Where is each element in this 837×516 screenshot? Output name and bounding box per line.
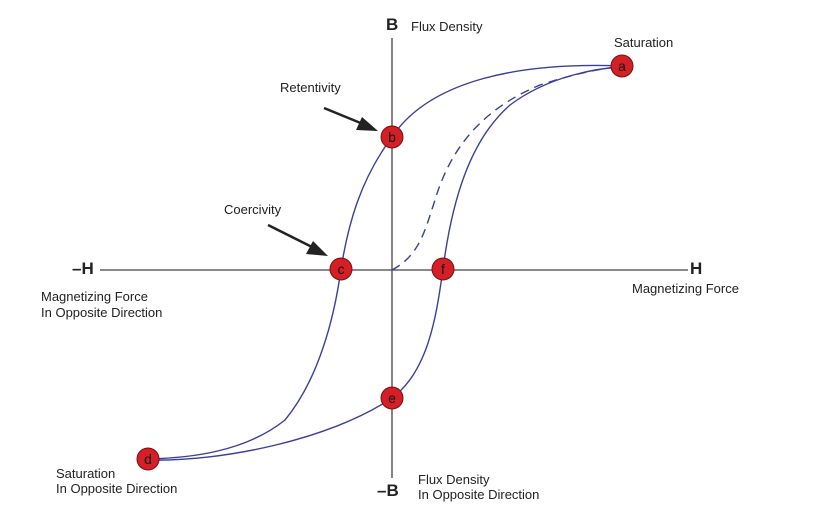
neg-b-axis-description-line2: In Opposite Direction: [418, 487, 540, 502]
saturation-opposite-label-line2: In Opposite Direction: [56, 481, 178, 496]
saturation-opposite-label-line1: Saturation: [56, 466, 116, 481]
b-axis-label: B: [386, 15, 399, 34]
saturation-label: Saturation: [614, 35, 674, 50]
h-axis-description: Magnetizing Force: [632, 281, 739, 296]
svg-text:f: f: [441, 261, 445, 277]
point-c: c: [329, 257, 353, 281]
b-axis-description: Flux Density: [411, 19, 483, 34]
point-a: a: [610, 54, 634, 78]
point-b: b: [380, 125, 404, 149]
h-axis-label: H: [690, 259, 703, 278]
svg-text:a: a: [618, 58, 626, 74]
retentivity-arrow: [323, 106, 378, 131]
svg-text:c: c: [338, 261, 345, 277]
point-d: d: [136, 447, 160, 471]
point-f: f: [431, 257, 455, 281]
svg-text:d: d: [144, 451, 152, 467]
neg-h-axis-description-line1: Magnetizing Force: [41, 289, 148, 304]
initial-magnetization-curve: [391, 66, 621, 271]
neg-b-axis-label: –B: [377, 481, 399, 500]
svg-text:b: b: [388, 129, 396, 145]
neg-h-axis-description-line2: In Opposite Direction: [41, 305, 163, 320]
neg-b-axis-description-line1: Flux Density: [418, 472, 490, 487]
point-e: e: [380, 386, 404, 410]
svg-text:e: e: [388, 390, 396, 406]
retentivity-label: Retentivity: [280, 80, 341, 95]
coercivity-label: Coercivity: [224, 202, 282, 217]
coercivity-arrow: [267, 223, 328, 256]
neg-h-axis-label: –H: [72, 259, 94, 278]
